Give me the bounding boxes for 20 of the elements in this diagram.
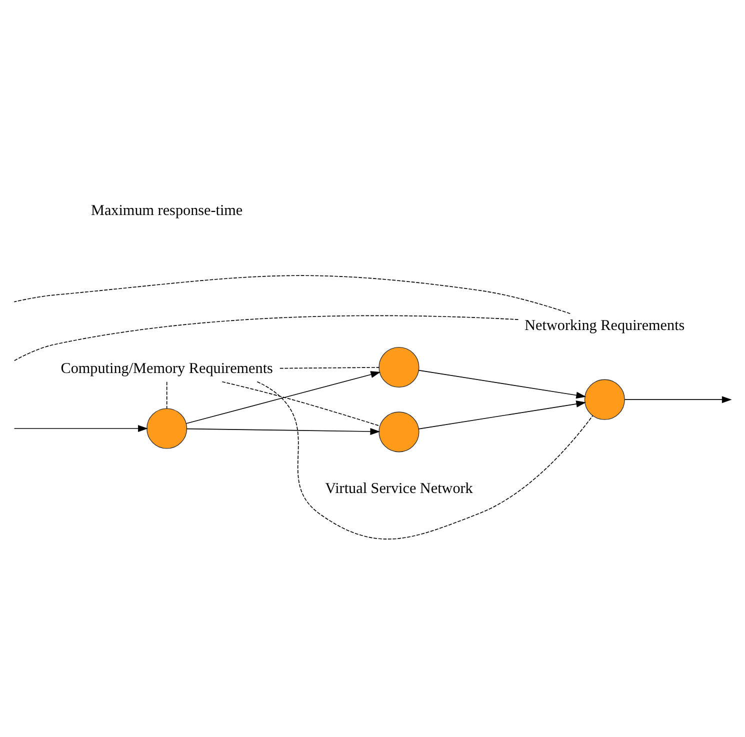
arrow: [418, 400, 586, 429]
arrow: [186, 370, 381, 424]
arrow: [186, 428, 380, 434]
node-circle: [146, 408, 188, 448]
node-circle: [378, 411, 420, 452]
connector: [166, 380, 168, 408]
label: Maximum response-time: [91, 202, 243, 218]
connector: [256, 380, 594, 539]
node-circle: [584, 378, 625, 420]
label: Virtual Service Network: [325, 480, 473, 496]
node-text: Networking Requirements: [524, 317, 685, 334]
connector: [279, 366, 380, 368]
arrow: [418, 369, 586, 398]
connector: [222, 380, 380, 426]
arrow: [14, 424, 148, 432]
connector: [14, 314, 519, 361]
node-text: Computing/Memory Requirements: [60, 360, 273, 377]
arrow: [624, 396, 732, 403]
node-circle: [378, 346, 420, 388]
connector: [14, 274, 571, 314]
